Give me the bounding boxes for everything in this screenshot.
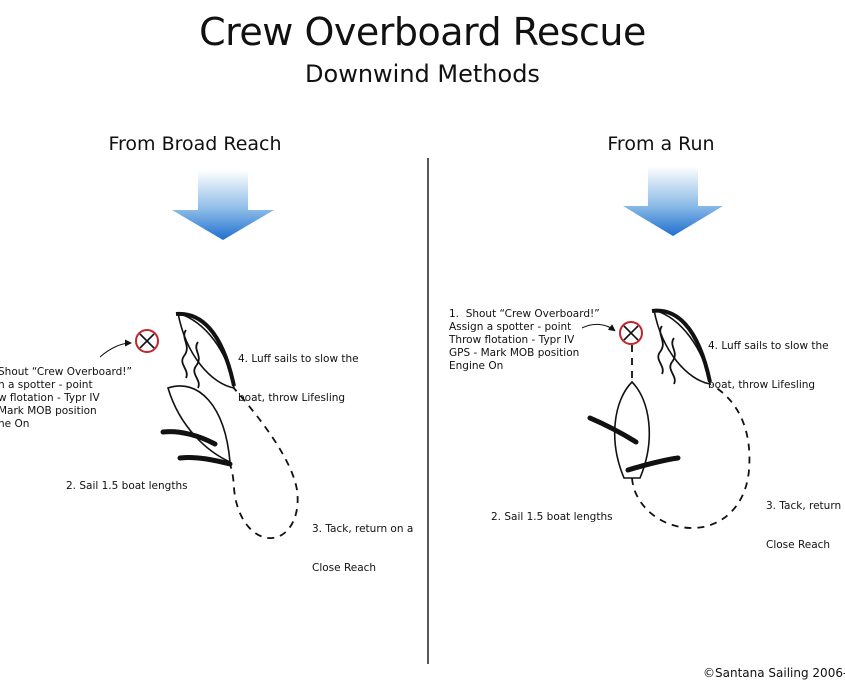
right-panel-heading: From a Run (607, 133, 715, 155)
left-course-path (227, 385, 299, 539)
right-pointer-arrow (581, 323, 616, 332)
left-panel-heading: From Broad Reach (108, 133, 282, 155)
right-boat-luffing (651, 308, 712, 385)
copyright-notice: ©Santana Sailing 2006-2 (703, 666, 845, 680)
right-wind-arrow-icon (623, 166, 723, 236)
left-step-4: 4. Luff sails to slow the boat, throw Li… (238, 327, 359, 418)
right-mob-marker-icon (619, 321, 643, 345)
right-step-4-line1: 4. Luff sails to slow the (708, 340, 829, 352)
left-step-3-line1: 3. Tack, return on a (312, 523, 414, 535)
left-step-3-line2: Close Reach (312, 562, 377, 574)
left-boat-sailing-away (160, 385, 233, 467)
right-boat-running (587, 380, 681, 479)
right-step-2: 2. Sail 1.5 boat lengths (491, 511, 613, 523)
right-step-4: 4. Luff sails to slow the boat, throw Li… (708, 314, 829, 405)
left-step-2: 2. Sail 1.5 boat lengths (66, 480, 188, 492)
diagram-title: Crew Overboard Rescue (199, 10, 646, 54)
right-course-path (631, 345, 751, 529)
right-step-4-line2: boat, throw Lifesling (708, 379, 816, 391)
left-step-3: 3. Tack, return on a Close Reach (312, 497, 413, 588)
right-step-3-line1: 3. Tack, return on (766, 500, 845, 512)
right-step-1: 1. Shout “Crew Overboard!” Assign a spot… (449, 308, 600, 372)
right-step-3-line2: Close Reach (766, 539, 831, 551)
left-step-1: Shout “Crew Overboard!” n a spotter - po… (0, 366, 132, 430)
left-mob-marker-icon (135, 329, 159, 353)
left-wind-arrow-icon (172, 170, 274, 240)
left-boat-luffing (175, 311, 236, 389)
left-pointer-arrow (99, 339, 132, 358)
left-step-4-line1: 4. Luff sails to slow the (238, 353, 359, 365)
right-step-3: 3. Tack, return on Close Reach (766, 474, 845, 565)
diagram-subtitle: Downwind Methods (305, 60, 540, 88)
